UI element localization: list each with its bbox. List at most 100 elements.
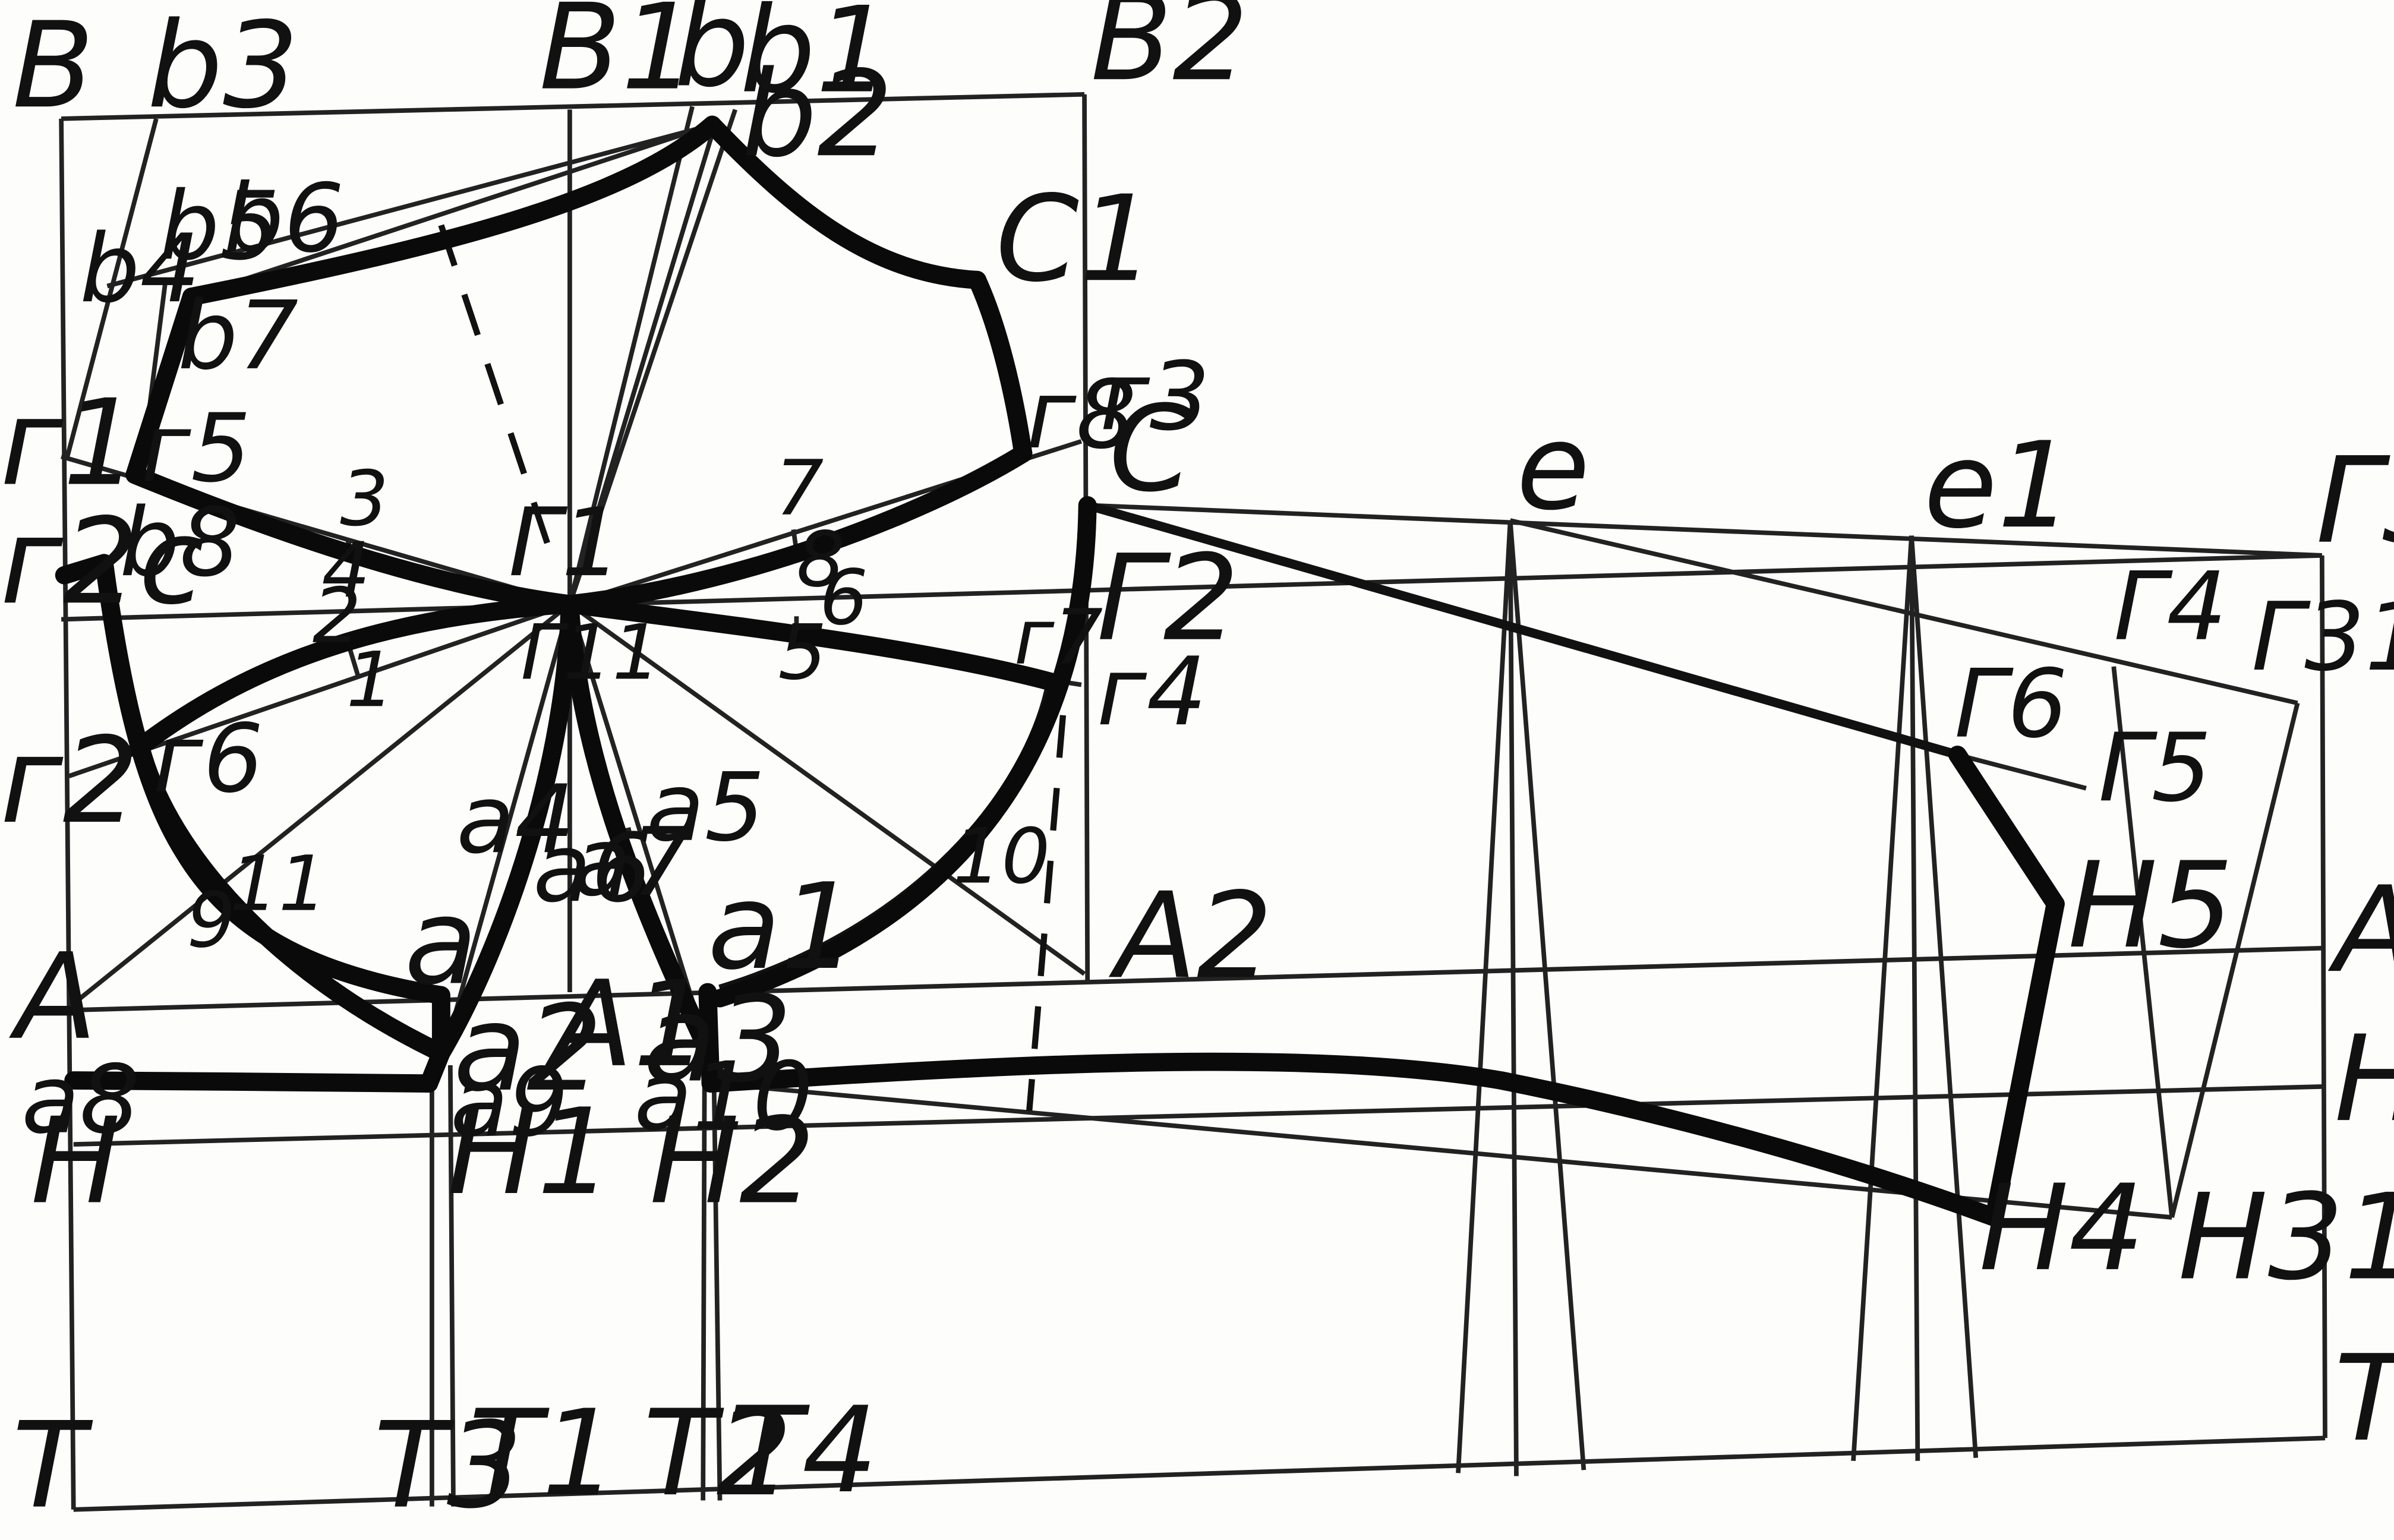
dart-a2-center [431, 595, 579, 1062]
dashed-lines [438, 224, 1067, 1112]
ray-b2-center-1 [567, 106, 695, 605]
medium-lines [718, 500, 1959, 994]
sleeve-dart-e1-mid [1909, 535, 1920, 1461]
front-dart-a-a2 [64, 986, 450, 1093]
armhole-28-center [560, 444, 1033, 614]
label-T1: T1 [469, 1385, 618, 1523]
label-H31: H31 [2178, 1169, 2394, 1307]
label-n2: 2 [313, 572, 361, 661]
label-H2: H2 [649, 1093, 815, 1230]
label-g8: г8 [1026, 359, 1137, 469]
side-C-curve [711, 496, 1097, 1008]
label-b6: b6 [223, 163, 344, 273]
label-T2: T2 [644, 1385, 793, 1523]
sleeve-H5-Gamma6 [1948, 746, 2065, 913]
label-T5: T5 [2334, 1330, 2394, 1468]
ray-A [67, 602, 572, 1009]
label-a10: a10 [634, 1042, 813, 1151]
label-g4: г4 [1097, 637, 1207, 747]
line-2c-Gamma3 [61, 553, 2322, 622]
label-T3: T3 [374, 1397, 523, 1535]
label-b: b [674, 0, 750, 113]
label-Gamma2: Г2 [1097, 529, 1239, 667]
label-a6: a6 [533, 813, 652, 923]
label-g5: г5 [141, 393, 251, 503]
ray-b2-center-2 [567, 118, 720, 605]
label-Gamma3: Г3 [2316, 432, 2394, 570]
front-lower-curve [131, 739, 450, 1062]
label-a4: a4 [456, 765, 575, 875]
label-H5: H5 [2068, 837, 2234, 975]
label-n1: 1 [346, 636, 395, 725]
dart-line-T1 [447, 1065, 456, 1507]
label-g2c: г2c [0, 493, 204, 631]
label-a2: a2 [453, 980, 603, 1118]
label-a1: a1 [708, 859, 857, 996]
label-Gamma4: Г4 [2114, 551, 2227, 661]
pattern-outlines [55, 115, 2065, 1227]
sleeve-cap-line [1086, 500, 1959, 759]
label-A2: A2 [1109, 867, 1273, 1005]
dart-a3-center [560, 595, 717, 1059]
label-n6: 6 [819, 554, 868, 642]
label-a3: a3 [644, 971, 793, 1109]
back-edge-b7-25 [125, 288, 201, 484]
dart-line-T4 [711, 1065, 723, 1501]
sleeve-dart-e-right [1507, 520, 1586, 1470]
shoulder-C1-28 [968, 270, 1033, 463]
label-B: B [12, 0, 94, 135]
label-Gamma6: Г6 [1954, 649, 2068, 759]
label-H4: H4 [1979, 1160, 2144, 1298]
label-b4: b4 [80, 214, 200, 324]
label-b2: b2 [742, 46, 894, 184]
label-e: e [1516, 399, 1590, 537]
label-T: T [12, 1397, 93, 1535]
label-n3: 3 [340, 455, 389, 544]
label-C: C [1109, 380, 1192, 518]
label-a5: a5 [646, 752, 765, 862]
label-g3: г3 [1100, 342, 1210, 452]
label-g2: г2 [0, 712, 139, 850]
line-C-Gamma3 [1087, 503, 2323, 558]
tick-2-1 [347, 646, 361, 678]
label-C1: C1 [996, 171, 1155, 308]
back-neckline-curve [182, 115, 722, 306]
label-A1: A1 [545, 955, 709, 1093]
label-b7: b7 [178, 280, 298, 390]
label-g6: г6 [153, 703, 264, 813]
label-H: H [31, 1093, 121, 1230]
label-B1: B1 [539, 0, 697, 116]
line-B-T [59, 118, 76, 1510]
label-a9: a9 [450, 1047, 569, 1157]
label-a8: a8 [21, 1044, 140, 1154]
armhole-27-center [560, 595, 1060, 691]
label-g1: г1 [0, 374, 139, 512]
label-A3: A3 [2327, 861, 2394, 999]
line-Gamma5-Gamma6 [1957, 752, 2087, 791]
sleeve-H4-H5 [1985, 895, 2065, 1227]
dashed-shoulder-center [438, 224, 554, 557]
label-n7: 7 [775, 444, 824, 533]
label-Gamma11: Г11 [521, 609, 661, 698]
ray-b4-b2 [106, 122, 713, 289]
line-B-B2 [61, 91, 1085, 121]
label-a: a [405, 873, 478, 1011]
armhole-26-center [128, 595, 579, 758]
label-n8: 8 [796, 516, 845, 604]
label-b5: b5 [159, 171, 280, 281]
dart-line-T2 [701, 1065, 707, 1501]
line-Gamma3-T5 [2319, 555, 2327, 1438]
line-b3-21 [65, 118, 159, 457]
label-e1: e1 [1924, 417, 2074, 555]
line-Gamma31-H31 [2169, 702, 2300, 1218]
label-n9: 9 [187, 876, 235, 965]
line-T-T5 [73, 1435, 2326, 1512]
label-n4: 4 [321, 526, 370, 615]
label-g7: г7 [1014, 594, 1103, 682]
label-A: A [9, 928, 97, 1066]
front-dart-a1-a3 [698, 983, 720, 1093]
label-b1: b1 [740, 0, 892, 120]
label-Gamma5: Г5 [2098, 713, 2212, 823]
label-b8: b8 [119, 488, 240, 598]
